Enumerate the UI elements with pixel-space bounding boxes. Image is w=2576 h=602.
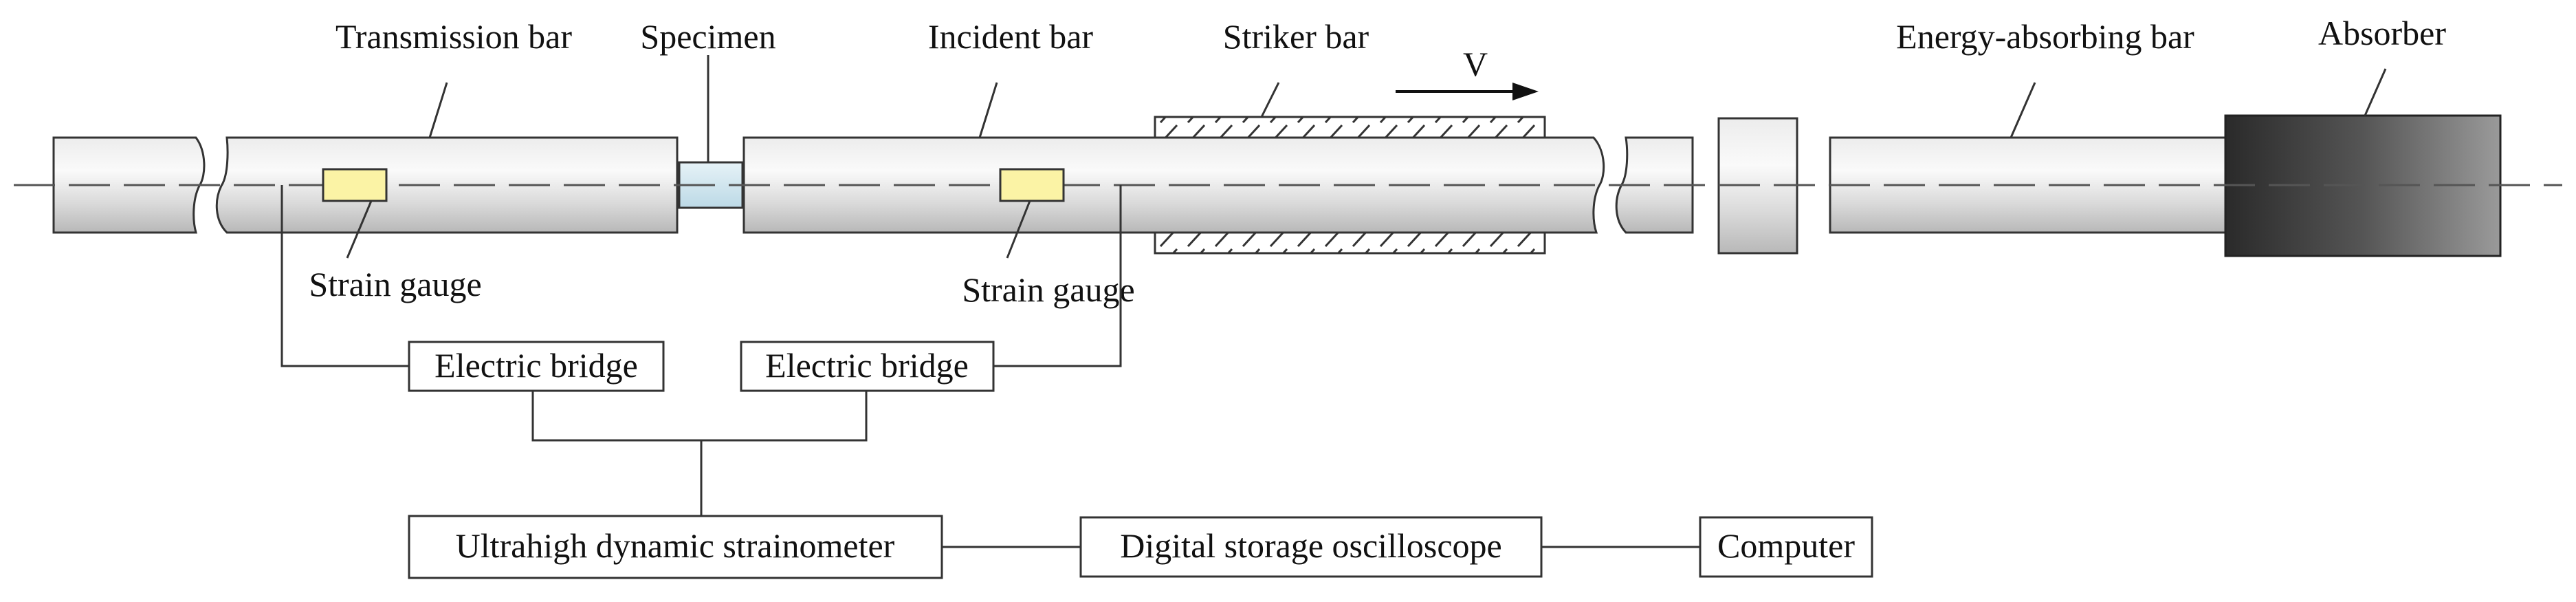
electric-bridge-left-box: Electric bridge — [408, 341, 665, 392]
specimen-label: Specimen — [640, 17, 775, 56]
strain-gauge-left-label: Strain gauge — [309, 265, 481, 303]
striker-bar-label: Striker bar — [1223, 17, 1369, 56]
electric-bridge-right-box: Electric bridge — [740, 341, 995, 392]
oscilloscope-box: Digital storage oscilloscope — [1079, 516, 1543, 578]
striker-bar — [1154, 116, 1546, 255]
strain-gauge-right — [999, 168, 1065, 202]
svg-text:Digital storage oscilloscope: Digital storage oscilloscope — [1120, 526, 1501, 565]
computer-box: Computer — [1699, 516, 1873, 578]
strain-gauge-left — [322, 168, 388, 202]
strain-gauge-right-label: Strain gauge — [962, 270, 1134, 309]
absorber-label: Absorber — [2318, 14, 2446, 52]
incident-bar-label: Incident bar — [928, 17, 1094, 56]
velocity-label: V — [1463, 45, 1488, 83]
velocity-arrow — [1396, 83, 1539, 100]
transmission-bar-label: Transmission bar — [335, 17, 572, 56]
svg-text:Computer: Computer — [1717, 526, 1855, 565]
wiring — [280, 185, 1700, 548]
incident-bar-end — [1615, 136, 1694, 234]
label-leaders — [346, 55, 2387, 259]
svg-text:Ultrahigh dynamic strainometer: Ultrahigh dynamic strainometer — [456, 526, 895, 565]
strainometer-box: Ultrahigh dynamic strainometer — [408, 515, 943, 579]
transmission-bar — [215, 136, 679, 234]
energy-absorbing-bar-label: Energy-absorbing bar — [1896, 17, 2194, 56]
svg-text:Electric bridge: Electric bridge — [434, 346, 638, 385]
svg-text:Electric bridge: Electric bridge — [765, 346, 969, 385]
